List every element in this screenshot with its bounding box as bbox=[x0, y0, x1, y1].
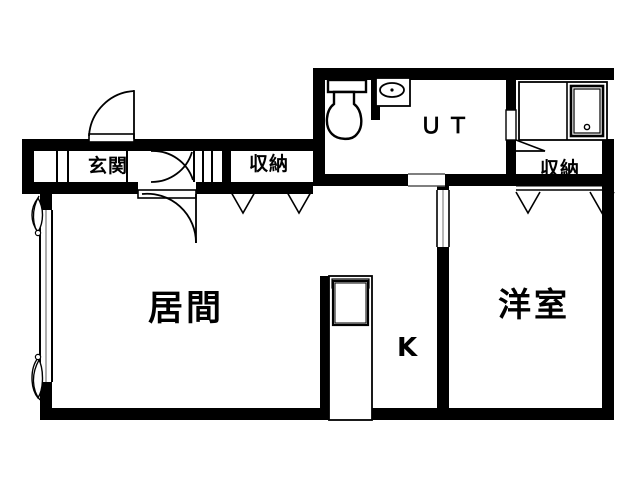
living-swing-door bbox=[137, 189, 197, 244]
hall-swing-door bbox=[150, 150, 194, 183]
room-label-closet-hall: 収納 bbox=[249, 153, 290, 175]
bath-tub bbox=[518, 81, 608, 141]
bath-folding-door bbox=[505, 109, 546, 152]
entrance-swing-door bbox=[88, 90, 135, 143]
bedroom-sliding-door bbox=[436, 190, 450, 247]
kitchen-counter bbox=[328, 275, 373, 421]
western-toilet bbox=[325, 78, 368, 141]
room-label-utility: ＵＴ bbox=[420, 114, 475, 139]
wash-basin bbox=[375, 77, 411, 107]
room-label-living: 居間 bbox=[148, 289, 225, 329]
room-label-closet-bedroom: 収納 bbox=[540, 158, 581, 180]
sliding-window bbox=[31, 195, 53, 401]
closet-folding-doors bbox=[515, 189, 615, 215]
room-label-washitsu: 洋室 bbox=[498, 285, 570, 324]
room-label-kitchen: K bbox=[397, 333, 418, 363]
kitchen-sink bbox=[334, 282, 367, 324]
utility-door bbox=[408, 173, 445, 187]
room-label-genkan: 玄関 bbox=[88, 155, 129, 177]
closet-folding-doors bbox=[230, 189, 312, 215]
corridor-partitions bbox=[56, 151, 213, 182]
